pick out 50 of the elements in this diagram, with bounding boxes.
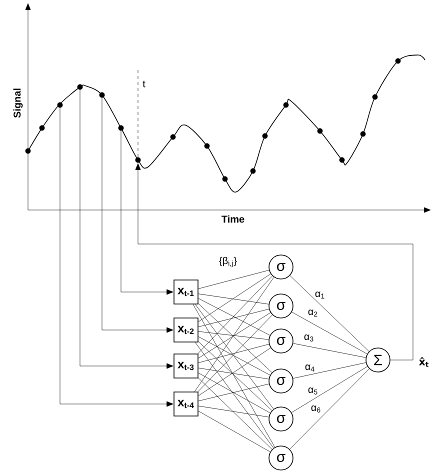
connection-line xyxy=(198,314,273,392)
input-box: x$_{t-1}$ xyxy=(174,280,198,304)
connection-line xyxy=(198,270,270,289)
connection-line xyxy=(198,341,272,411)
axis-label: Time xyxy=(222,215,244,223)
connection-line xyxy=(198,331,269,340)
connection-line xyxy=(292,312,368,354)
arrow xyxy=(135,163,414,360)
connection-line xyxy=(198,276,273,354)
connection-line xyxy=(292,343,366,358)
connection-line xyxy=(198,344,270,363)
connection-line xyxy=(290,368,370,450)
connection-line xyxy=(198,298,270,336)
connection-line xyxy=(198,406,269,418)
input-box: x$_{t-3}$ xyxy=(174,354,198,378)
connection-line xyxy=(198,384,270,402)
connection-line xyxy=(195,342,274,448)
connection-line xyxy=(198,410,270,452)
connection-line xyxy=(198,294,269,304)
axis-label: Signal xyxy=(13,88,23,118)
connection-line xyxy=(192,304,276,448)
connection-line xyxy=(198,303,272,373)
connection-line xyxy=(292,362,366,379)
edge-label: α$_{2}$ xyxy=(307,309,319,317)
edge-label: α$_{3}$ xyxy=(303,334,315,342)
connection-line xyxy=(198,336,270,376)
arrow xyxy=(80,90,174,369)
edge-label: {β$_{i,j}$} xyxy=(218,256,238,268)
input-box: x$_{t-2}$ xyxy=(174,318,198,342)
connection-line xyxy=(198,378,272,450)
input-box: x$_{t-4}$ xyxy=(174,392,198,416)
output-label: x̂$_{t}$ xyxy=(419,357,428,367)
connection-line xyxy=(291,366,368,413)
connection-line xyxy=(195,304,274,410)
connection-line xyxy=(198,308,270,328)
connection-line xyxy=(198,312,271,358)
connection-line xyxy=(290,275,370,352)
connection-line xyxy=(194,277,274,392)
connection-line xyxy=(198,372,270,414)
arrow xyxy=(102,98,174,333)
connection-line xyxy=(198,348,271,396)
connection-line xyxy=(198,274,271,322)
arrow xyxy=(60,108,174,407)
edge-label: α$_{4}$ xyxy=(304,364,316,372)
connection-line xyxy=(198,368,269,380)
edge-label: α$_{6}$ xyxy=(310,405,322,413)
time-marker-label: t xyxy=(142,80,146,88)
arrow xyxy=(120,130,174,295)
edge-label: α$_{1}$ xyxy=(314,291,326,299)
edge-label: α$_{5}$ xyxy=(307,387,319,395)
